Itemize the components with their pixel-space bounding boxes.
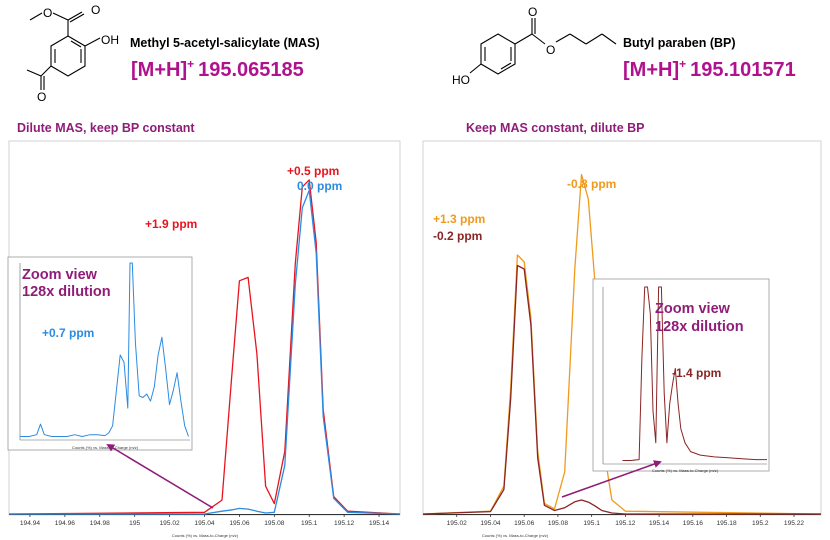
right-x-ticks: 195.02 195.04 195.06 195.08 195.1 195.12 195.1…	[447, 514, 805, 527]
right-annotation-mas-darkred: -0.2 ppm	[433, 229, 482, 243]
left-series-group	[8, 179, 401, 515]
left-inset-title: Zoom view	[22, 267, 98, 283]
bp-name: Butyl paraben (BP)	[623, 36, 736, 50]
right-inset-series-group	[622, 286, 767, 461]
left-x-label: Counts (%) vs. Mass-to-Charge (m/z)	[172, 533, 239, 538]
left-series-line-0	[8, 179, 401, 515]
bp-structure	[469, 18, 617, 75]
right-series-line-1	[422, 264, 821, 515]
left-x-tick-label: 194.96	[55, 520, 76, 527]
right-annotation-mas-orange: +1.3 ppm	[433, 212, 485, 226]
left-x-tick-label: 194.94	[20, 520, 41, 527]
mas-name: Methyl 5-acetyl-salicylate (MAS)	[130, 36, 320, 50]
left-x-tick-label: 194.98	[90, 520, 111, 527]
right-x-tick-label: 195.18	[716, 520, 737, 527]
mas-ester-oxygen: O	[43, 6, 52, 20]
right-zoom-arrow	[561, 460, 662, 498]
right-inset-subtitle: 128x dilution	[655, 319, 744, 335]
bp-hydroxyl: HO	[452, 73, 470, 87]
right-x-tick-label: 195.16	[683, 520, 704, 527]
left-x-tick-label: 195	[129, 520, 140, 527]
right-x-tick-label: 195.04	[480, 520, 501, 527]
left-x-tick-label: 195.08	[264, 520, 285, 527]
right-x-tick-label: 195.08	[548, 520, 569, 527]
mas-acetyl-oxygen: O	[37, 90, 46, 104]
right-x-tick-label: 195.06	[514, 520, 535, 527]
right-x-tick-label: 195.1	[583, 520, 600, 527]
left-x-tick-label: 195.06	[229, 520, 250, 527]
mas-carbonyl-oxygen: O	[91, 3, 100, 17]
left-inset-annotation: +0.7 ppm	[42, 326, 94, 340]
left-spectrum-chart: 194.94 194.96 194.98 195 195.02 195.04 195.06 1…	[7, 140, 401, 538]
left-x-tick-label: 195.1	[301, 520, 318, 527]
left-inset-x-label: Counts (%) vs. Mass-to-Charge (m/z)	[72, 445, 139, 450]
right-inset-annotation: -1.4 ppm	[672, 366, 721, 380]
left-inset-subtitle: 128x dilution	[22, 284, 111, 300]
left-panel-caption: Dilute MAS, keep BP constant	[17, 121, 195, 135]
right-inset-series-line	[622, 286, 767, 461]
right-spectrum-chart: 195.02 195.04 195.06 195.08 195.1 195.12 195.1…	[422, 140, 822, 538]
left-annotation-bp-blue: 0.0 ppm	[297, 179, 342, 193]
left-x-ticks: 194.94 194.96 194.98 195 195.02 195.04 195.06 1…	[20, 514, 390, 527]
right-annotation-bp-orange: -0.8 ppm	[567, 177, 616, 191]
left-annotation-mas: +1.9 ppm	[145, 217, 197, 231]
bp-ester-oxygen: O	[546, 43, 555, 57]
left-annotation-bp-red: +0.5 ppm	[287, 164, 339, 178]
left-inset-series-group	[20, 262, 189, 437]
right-x-tick-label: 195.22	[784, 520, 805, 527]
left-x-tick-label: 195.12	[334, 520, 355, 527]
left-zoom-arrow	[106, 443, 214, 509]
mas-hydroxyl: OH	[101, 33, 119, 47]
mas-ion-mass: [M+H]+195.065185	[131, 57, 304, 81]
right-inset-frame	[592, 278, 770, 472]
right-x-tick-label: 195.02	[447, 520, 468, 527]
right-inset-title: Zoom view	[655, 301, 731, 317]
left-x-tick-label: 195.02	[160, 520, 181, 527]
left-inset-series-line	[20, 262, 189, 437]
mas-structure	[26, 11, 101, 90]
right-panel-caption: Keep MAS constant, dilute BP	[466, 121, 645, 135]
bp-ion-mass: [M+H]+195.101571	[623, 57, 796, 81]
left-inset-frame	[7, 256, 193, 451]
right-x-tick-label: 195.2	[752, 520, 769, 527]
right-inset: Zoom view 128x dilution -1.4 ppm Counts …	[592, 278, 770, 473]
left-series-line-1	[9, 189, 401, 515]
right-x-label: Counts (%) vs. Mass-to-Charge (m/z)	[482, 533, 549, 538]
right-x-tick-label: 195.12	[615, 520, 636, 527]
right-x-tick-label: 195.14	[649, 520, 670, 527]
bp-carbonyl-oxygen: O	[528, 5, 537, 19]
left-x-tick-label: 195.04	[194, 520, 215, 527]
left-inset: Zoom view 128x dilution +0.7 ppm Counts …	[7, 256, 193, 451]
left-x-tick-label: 195.14	[369, 520, 390, 527]
right-inset-x-label: Counts (%) vs. Mass-to-Charge (m/z)	[652, 468, 719, 473]
